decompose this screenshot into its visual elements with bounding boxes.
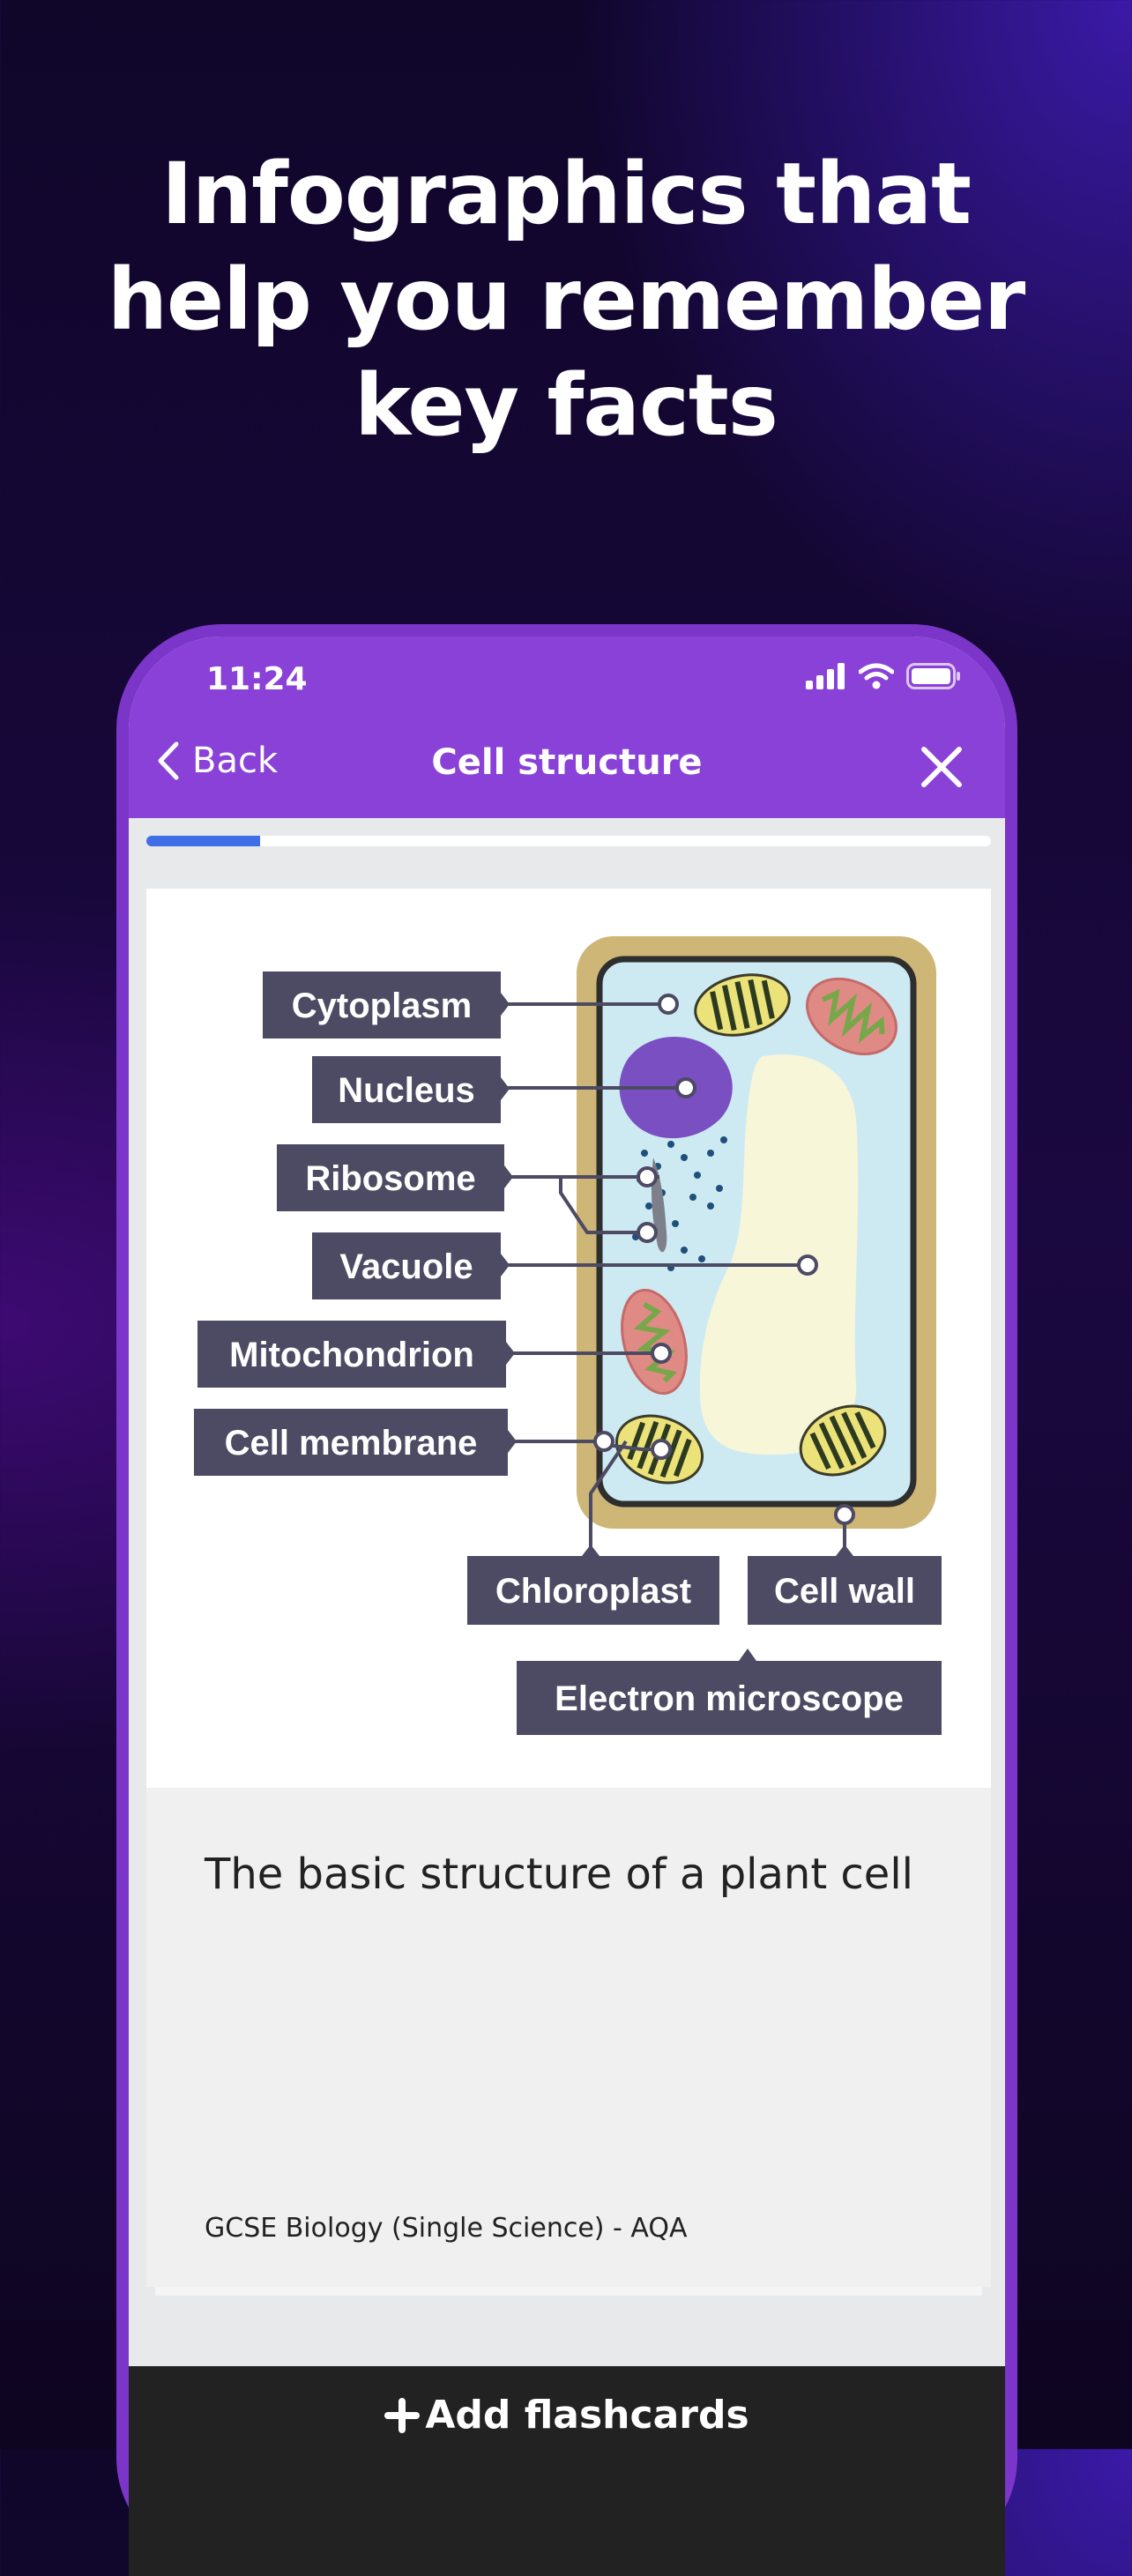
add-flashcards-button[interactable]: Add flashcards: [129, 2393, 1005, 2438]
label-vacuole-text: Vacuole: [339, 1247, 473, 1286]
label-cytoplasm: Cytoplasm: [263, 972, 510, 1039]
label-cell-membrane: Cell membrane: [194, 1409, 517, 1476]
vacuole-shape: [699, 1054, 859, 1456]
label-cell-membrane-text: Cell membrane: [225, 1424, 478, 1463]
label-nucleus: Nucleus: [312, 1056, 510, 1123]
caption-area: The basic structure of a plant cell GCSE…: [146, 1788, 991, 2287]
chloroplast-bottom-right: [799, 1404, 887, 1477]
headline-line-1: Infographics that: [161, 145, 972, 243]
infographic-card: Cytoplasm Nucleus Ribosome Vacuole Mitoc: [146, 889, 991, 2287]
phone-screen: 11:24 Back Cell: [129, 637, 1005, 2576]
mitochondrion-top: [806, 977, 897, 1056]
label-ribosome: Ribosome: [277, 1144, 513, 1211]
status-time: 11:24: [206, 661, 308, 697]
label-mitochondrion: Mitochondrion: [197, 1321, 515, 1388]
label-cell-wall-text: Cell wall: [774, 1572, 915, 1611]
card-stack-edge: [155, 2287, 982, 2296]
course-name: GCSE Biology (Single Science) - AQA: [205, 2213, 688, 2244]
add-flashcards-label: Add flashcards: [425, 2393, 749, 2438]
signal-icon: [806, 663, 845, 689]
chevron-left-icon: [158, 741, 179, 780]
progress-bar: [146, 836, 991, 846]
label-nucleus-text: Nucleus: [338, 1071, 475, 1110]
bottom-bar: Add flashcards: [129, 2366, 1005, 2576]
app-bar: 11:24 Back Cell: [129, 637, 1005, 818]
close-icon[interactable]: [917, 742, 966, 792]
label-electron-microscope: Electron microscope: [517, 1649, 942, 1735]
card-caption: The basic structure of a plant cell: [205, 1850, 913, 1899]
mitochondrion-left: [621, 1288, 688, 1396]
label-mitochondrion-text: Mitochondrion: [229, 1336, 474, 1374]
back-button[interactable]: Back: [155, 741, 278, 781]
label-electron-microscope-text: Electron microscope: [555, 1679, 904, 1718]
label-cytoplasm-text: Cytoplasm: [292, 986, 473, 1025]
label-cell-wall: Cell wall: [748, 1545, 942, 1625]
headline-line-2: help you remember: [107, 250, 1026, 349]
headline-line-3: key facts: [354, 356, 778, 455]
wifi-icon: [859, 663, 894, 689]
progress-fill: [146, 836, 261, 846]
headline: Infographics that help you remember key …: [0, 141, 1132, 458]
label-ribosome-text: Ribosome: [305, 1159, 475, 1198]
back-label: Back: [192, 741, 279, 781]
plus-icon: [384, 2398, 421, 2433]
chloroplast-top: [694, 973, 791, 1037]
label-vacuole: Vacuole: [312, 1232, 510, 1299]
cell-diagram: Cytoplasm Nucleus Ribosome Vacuole Mitoc: [194, 936, 942, 1735]
label-chloroplast: Chloroplast: [467, 1545, 719, 1625]
battery-icon: [906, 663, 960, 689]
label-chloroplast-text: Chloroplast: [495, 1572, 691, 1611]
status-icons: [806, 663, 961, 689]
